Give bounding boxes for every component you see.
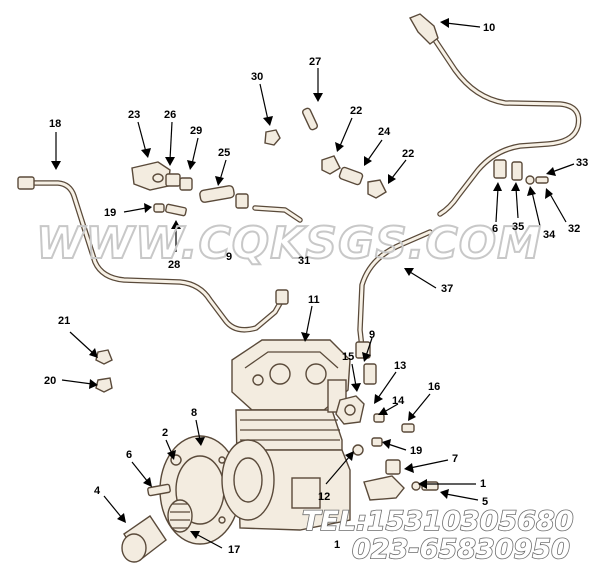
callout-29: 29 [190, 125, 202, 137]
clip-16a [493, 159, 507, 179]
sleeve-24 [338, 166, 364, 186]
fitting-21 [95, 349, 113, 365]
callout-28: 28 [168, 259, 180, 271]
callout-22: 22 [350, 105, 362, 117]
callout-23: 23 [128, 109, 140, 121]
nut-30 [264, 129, 281, 146]
callout-1-second: 1 [334, 539, 340, 551]
callout-20: 20 [44, 375, 56, 387]
callout-21: 21 [58, 315, 70, 327]
callout-14: 14 [392, 395, 405, 407]
fitting-29 [179, 177, 193, 191]
bolt-32 [535, 176, 549, 184]
callout-12: 12 [318, 491, 330, 503]
nut-22a [321, 155, 341, 175]
callout-24: 24 [378, 126, 391, 138]
leader-arrows [51, 18, 575, 549]
washer-1a [411, 481, 421, 491]
washer-34 [525, 175, 535, 185]
callout-25: 25 [218, 147, 230, 159]
callout-15: 15 [342, 351, 354, 363]
callout-31: 31 [298, 255, 310, 267]
washer-19a [153, 203, 165, 213]
callout-19: 19 [104, 207, 116, 219]
fitting-7 [385, 459, 401, 475]
callout-9: 9 [226, 251, 232, 263]
callout-16: 6 [492, 223, 498, 235]
fitting-16b [401, 423, 415, 433]
tube-37 [355, 229, 433, 359]
fitting-15 [363, 363, 377, 385]
o-ring-12 [352, 444, 364, 456]
callout-17: 17 [228, 544, 240, 556]
tube-18 [17, 176, 289, 333]
tube-10-elbow-fitting [408, 13, 439, 45]
callout-32: 32 [568, 223, 580, 235]
callout-18: 18 [49, 118, 61, 130]
callout-13: 13 [394, 360, 406, 372]
watermark-url: WWW.CQKSGS.COM [36, 218, 542, 269]
callout-4: 4 [94, 485, 101, 497]
callout-6: 6 [126, 449, 132, 461]
callout-19-second: 19 [410, 445, 422, 457]
fitting-9a [235, 193, 249, 209]
callout-2: 2 [162, 427, 168, 439]
tube-10 [408, 13, 582, 217]
pin-27 [302, 107, 318, 131]
phone-line-2: 023-65830950 [352, 534, 570, 565]
bolt-6 [147, 483, 171, 497]
callout-16-second: 16 [428, 381, 440, 393]
callout-labels: 10 27 30 22 24 22 18 23 26 29 25 19 28 9… [44, 22, 588, 556]
clip-35 [511, 161, 523, 181]
bracket-23 [131, 161, 171, 191]
callout-11: 11 [308, 294, 320, 306]
bolt-28 [165, 203, 187, 217]
fitting-14 [373, 413, 385, 423]
callout-33: 33 [576, 157, 588, 169]
callout-10: 10 [483, 22, 495, 34]
callout-9-second: 9 [369, 329, 375, 341]
plug-20 [95, 377, 113, 393]
callout-30: 30 [251, 71, 263, 83]
callout-35: 35 [512, 221, 524, 233]
hose-25 [199, 185, 235, 203]
callout-26: 26 [164, 109, 176, 121]
callout-8: 8 [191, 407, 197, 419]
callout-1: 1 [480, 478, 486, 490]
nut-22b [367, 179, 387, 199]
tube-18-end-fitting [275, 289, 289, 305]
callout-34: 34 [543, 229, 556, 241]
tube-18-fitting [17, 176, 35, 190]
air-compressor-11 [159, 339, 351, 545]
fitting-26 [165, 173, 181, 187]
callout-37: 37 [441, 283, 453, 295]
callout-5: 5 [482, 496, 488, 508]
phone-line-1: TEL:15310305680 [302, 506, 574, 537]
callout-22-second: 22 [402, 148, 414, 160]
bracket-23-hole [152, 173, 164, 183]
washer-19b [371, 437, 383, 447]
callout-7: 7 [452, 453, 458, 465]
bracket-7 [363, 475, 405, 501]
callout-27: 27 [309, 56, 321, 68]
gear-17 [167, 499, 193, 533]
